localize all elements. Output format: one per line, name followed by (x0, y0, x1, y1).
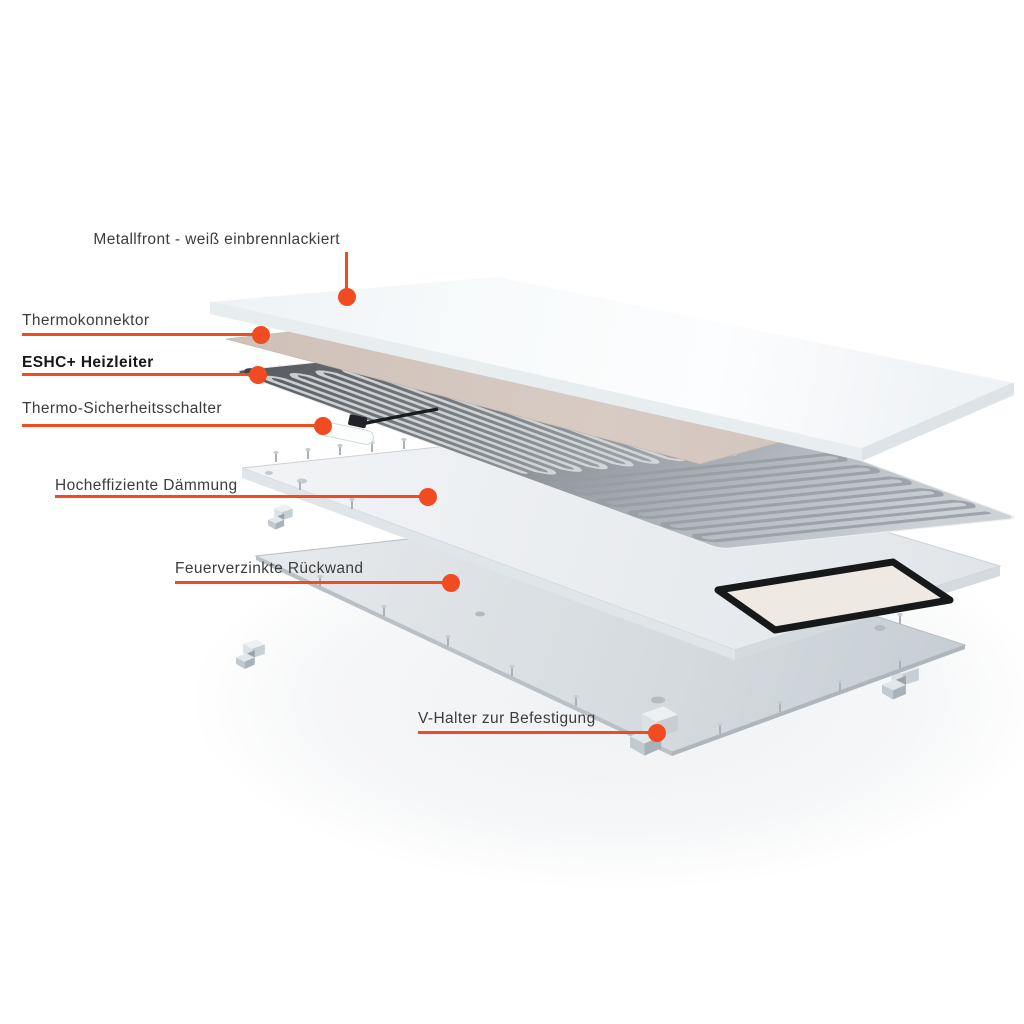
layer-galvanized-back-panel (254, 519, 967, 756)
connector-frame (714, 558, 954, 634)
thermo-sicherheitsschalter-leader-line (22, 424, 323, 427)
label-hocheffiziente-daemmung: Hocheffiziente Dämmung (55, 477, 238, 494)
feuerverzinkte-rueckwand-leader-line (175, 581, 451, 584)
hocheffiziente-daemmung-dot (419, 488, 437, 506)
label-v-halter: V-Halter zur Befestigung (418, 710, 596, 727)
feuerverzinkte-rueckwand-dot (442, 574, 460, 592)
v-bracket-left (268, 504, 293, 530)
hocheffiziente-daemmung-leader-line (55, 495, 428, 498)
layer-metal-front-panel (209, 274, 1015, 461)
metallfront-dot (338, 288, 356, 306)
thermokonnektor-leader-line (22, 333, 262, 336)
eshc-heizleiter-leader-line (22, 373, 258, 376)
label-metallfront: Metallfront - weiß einbrennlackiert (93, 231, 340, 248)
thermokonnektor-dot (252, 326, 270, 344)
v-halter-leader-line (418, 731, 657, 734)
label-thermokonnektor: Thermokonnektor (22, 312, 150, 329)
metallfront-leader-line (345, 252, 348, 298)
label-feuerverzinkte-rueckwand: Feuerverzinkte Rückwand (175, 560, 364, 577)
thermo-sicherheitsschalter-dot (314, 417, 332, 435)
label-thermo-sicherheitsschalter: Thermo-Sicherheitsschalter (22, 400, 222, 417)
eshc-heizleiter-dot (249, 366, 267, 384)
label-eshc-heizleiter: ESHC+ Heizleiter (22, 354, 154, 371)
v-halter-dot (648, 724, 666, 742)
